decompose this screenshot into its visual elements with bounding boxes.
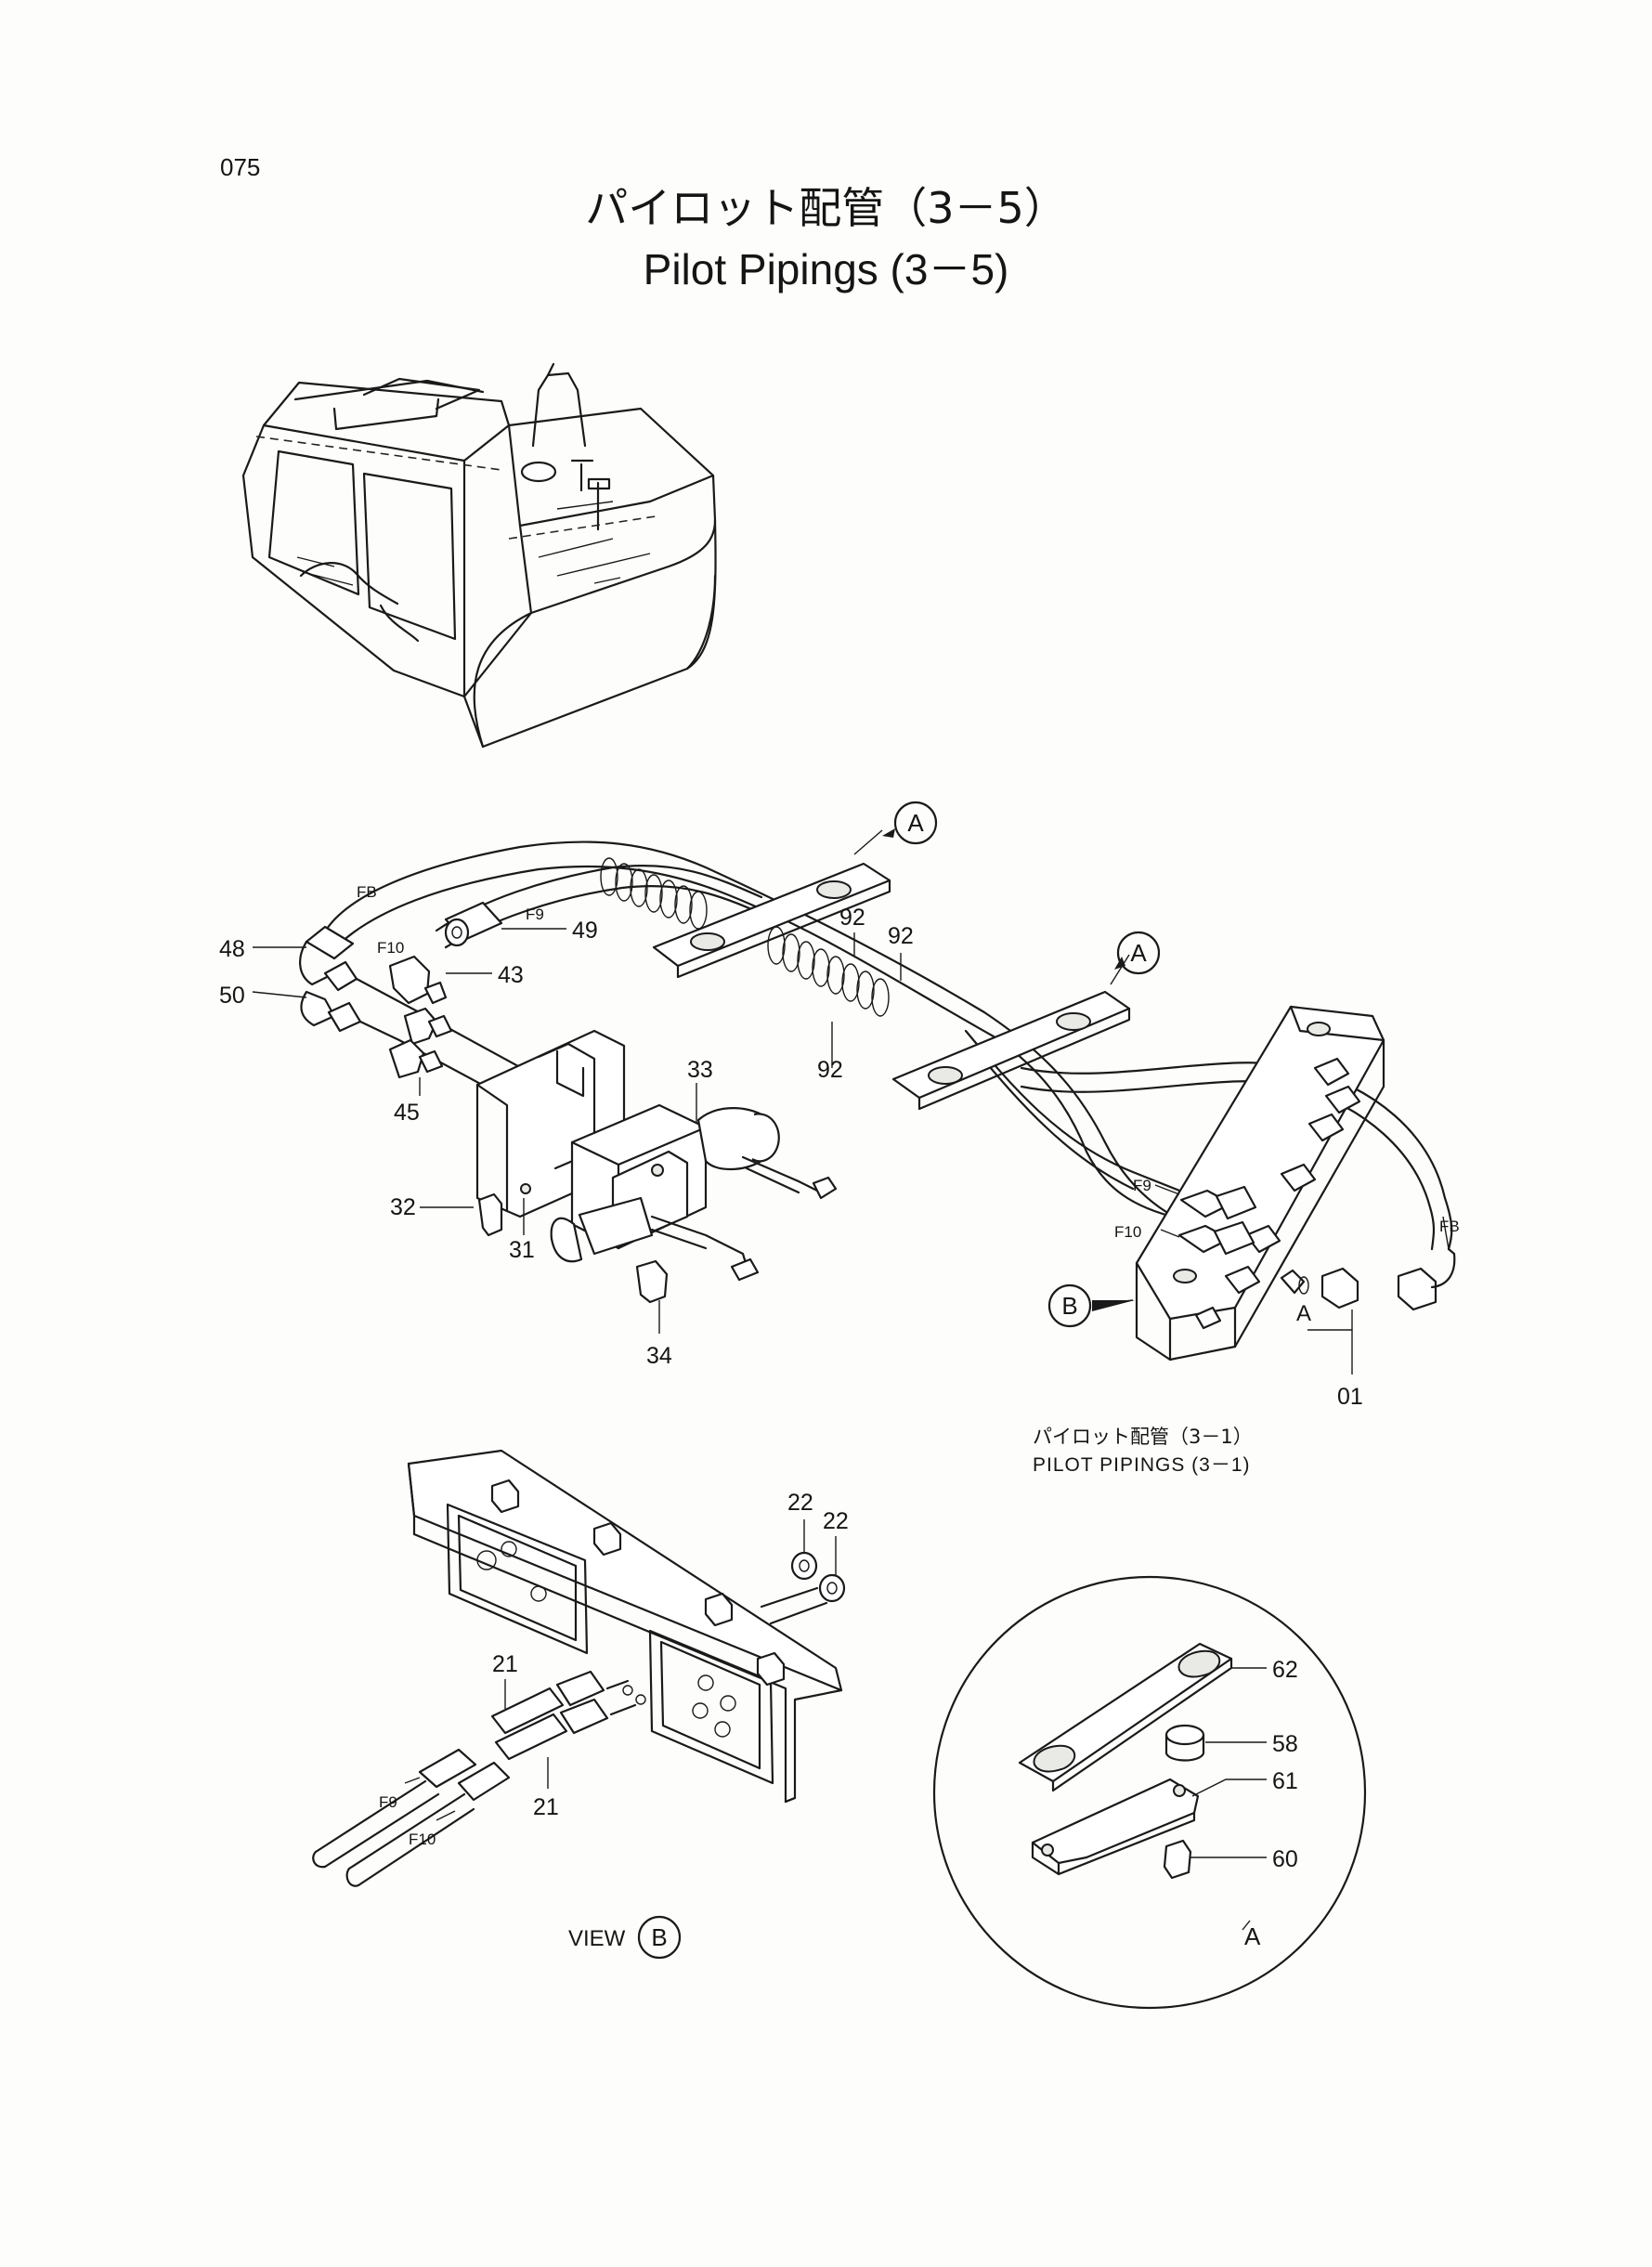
part-62: 62 bbox=[1272, 1657, 1298, 1683]
svg-text:A: A bbox=[1130, 939, 1147, 967]
solenoid-valve-33 bbox=[550, 1103, 838, 1282]
callout-a-right: A bbox=[1114, 931, 1161, 975]
part-61: 61 bbox=[1272, 1768, 1298, 1794]
part-43: 43 bbox=[498, 962, 524, 988]
hose-f10-right: F10 bbox=[1114, 1223, 1141, 1241]
hose-fb-left: FB bbox=[357, 883, 377, 901]
bolt-32 bbox=[477, 1192, 503, 1237]
cross-reference-english: PILOT PIPINGS (3－1) bbox=[1033, 1454, 1251, 1476]
view-b-caption: VIEW B bbox=[568, 1915, 682, 1960]
pilot-tubes-to-valve bbox=[355, 955, 578, 1129]
part-22-b: 22 bbox=[823, 1508, 849, 1534]
part-92-a: 92 bbox=[839, 905, 865, 931]
hose-f9-right: F9 bbox=[1133, 1177, 1151, 1194]
page-title-english: Pilot Pipings (3－5) bbox=[643, 245, 1009, 293]
label-a-detail: A bbox=[1244, 1922, 1261, 1950]
hose-designations: FB F9 F10 F9 F10 FB F9 F10 bbox=[357, 883, 1460, 1848]
part-22-a: 22 bbox=[787, 1490, 813, 1516]
detail-a-circle bbox=[932, 1575, 1367, 2010]
part-58: 58 bbox=[1272, 1731, 1298, 1757]
part-21-a: 21 bbox=[492, 1651, 518, 1677]
part-92-c: 92 bbox=[817, 1057, 843, 1083]
label-a-small: A bbox=[1296, 1301, 1311, 1326]
svg-text:B: B bbox=[1061, 1292, 1077, 1320]
view-b-leader-lines bbox=[404, 1519, 837, 1821]
pilot-block-bracket-right bbox=[1135, 1005, 1456, 1362]
hose-f10-view: F10 bbox=[409, 1831, 436, 1848]
page-title-japanese: パイロット配管（3－5） bbox=[585, 183, 1067, 233]
part-33: 33 bbox=[687, 1057, 713, 1083]
callout-b-left: B bbox=[1047, 1283, 1135, 1328]
part-numbers: 48 50 43 49 45 33 32 31 34 92 92 92 01 2… bbox=[219, 905, 1363, 1872]
cross-reference-japanese: パイロット配管（3－1） bbox=[1033, 1426, 1253, 1448]
detail-a-leader-lines bbox=[1190, 1667, 1267, 1931]
hose-f10-top: F10 bbox=[377, 939, 404, 957]
view-b-spacers-22 bbox=[790, 1551, 846, 1603]
bolt-34 bbox=[635, 1259, 669, 1304]
page-number: 075 bbox=[220, 153, 261, 181]
part-31: 31 bbox=[509, 1237, 535, 1263]
view-b-adapters-21 bbox=[312, 1670, 637, 1887]
hose-f9-top: F9 bbox=[526, 905, 544, 923]
part-49: 49 bbox=[572, 918, 598, 944]
part-34: 34 bbox=[646, 1343, 672, 1369]
svg-text:A: A bbox=[907, 809, 924, 837]
part-92-b: 92 bbox=[888, 923, 914, 949]
part-45: 45 bbox=[394, 1100, 420, 1126]
part-32: 32 bbox=[390, 1194, 416, 1220]
svg-text:VIEW: VIEW bbox=[568, 1926, 626, 1951]
svg-text:B: B bbox=[651, 1923, 667, 1951]
part-48: 48 bbox=[219, 936, 245, 962]
part-01: 01 bbox=[1337, 1384, 1363, 1410]
part-21-b: 21 bbox=[533, 1794, 559, 1820]
hose-f9-view: F9 bbox=[379, 1793, 397, 1811]
callout-a-top: A bbox=[882, 801, 938, 845]
part-50: 50 bbox=[219, 983, 245, 1009]
hose-clamp-plate-lower bbox=[891, 990, 1131, 1111]
hose-fb-right: FB bbox=[1439, 1218, 1460, 1235]
view-b-bracket-detail bbox=[407, 1449, 843, 1804]
excavator-upper-structure-illustration bbox=[241, 362, 717, 749]
hose-clamp-plate-upper bbox=[652, 862, 891, 979]
part-60: 60 bbox=[1272, 1846, 1298, 1872]
